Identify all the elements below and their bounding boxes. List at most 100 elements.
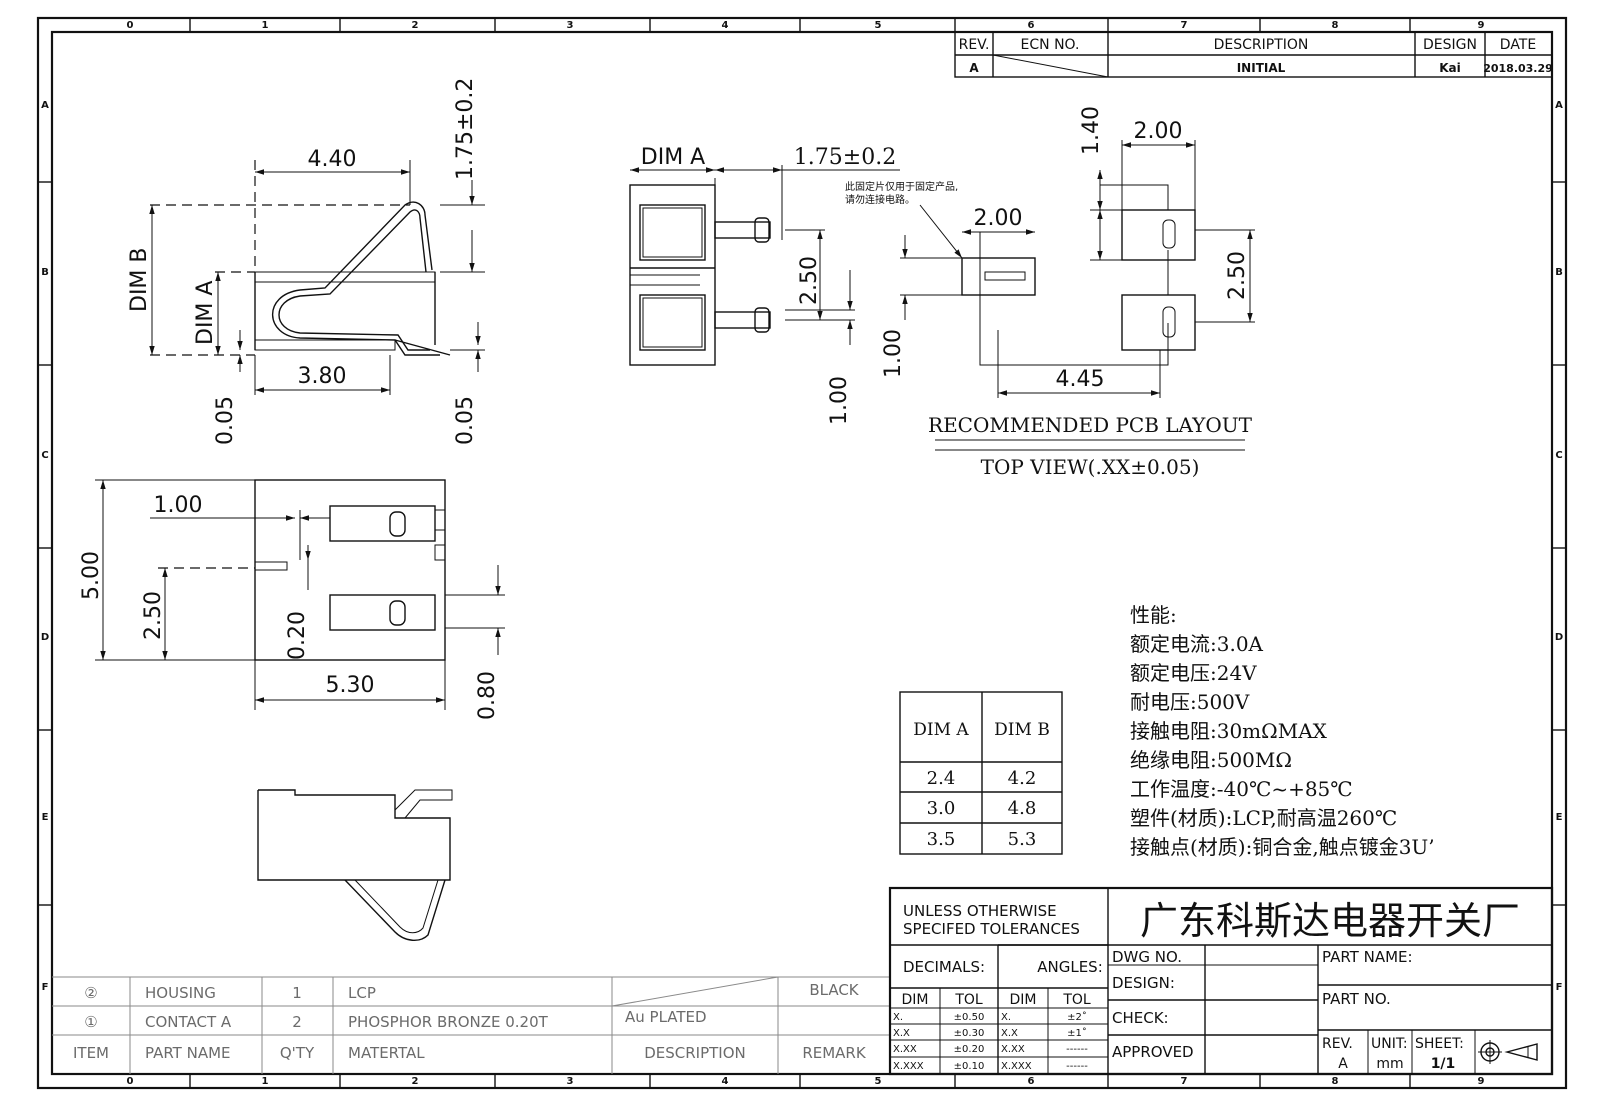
zone-label-column: 0 xyxy=(127,1076,134,1087)
description-value: INITIAL xyxy=(1237,61,1286,75)
top-dim-width: 5.30 xyxy=(326,673,375,698)
title-block: UNLESS OTHERWISE SPECIFED TOLERANCES DEC… xyxy=(888,886,1554,1076)
bom-part-name: CONTACT A xyxy=(145,1013,232,1031)
company-name: 广东科斯达电器开关厂 xyxy=(1140,899,1520,943)
top-dim-pitch: 2.50 xyxy=(141,591,166,640)
zone-label-column: 8 xyxy=(1332,1076,1339,1087)
dim-table: DIM A DIM B 2.4 4.2 3.0 4.8 3.5 5.3 xyxy=(899,691,1063,855)
dim-height-top: 1.75±0.2 xyxy=(453,78,478,180)
zone-label-column: 2 xyxy=(412,1076,419,1087)
pcb-dim-pad-width-top: 2.00 xyxy=(1134,119,1183,144)
dwg-no-label: DWG NO. xyxy=(1112,948,1182,966)
drawing-frame xyxy=(36,16,1568,1090)
ecn-header: ECN NO. xyxy=(1021,37,1080,53)
dim-b-label: DIM B xyxy=(127,248,152,313)
tolerance-line1: UNLESS OTHERWISE xyxy=(903,902,1057,920)
ang-row-tol: ±1˚ xyxy=(1067,1027,1087,1039)
unit-label: UNIT: xyxy=(1371,1036,1408,1052)
zone-label-row: F xyxy=(42,982,49,993)
spec-line: 塑件(材质):LCP,耐高温260℃ xyxy=(1130,806,1397,830)
zone-label-column: 1 xyxy=(262,20,269,31)
dec-row-dim: X.XX xyxy=(893,1044,917,1055)
dec-row-dim: X.X xyxy=(893,1028,910,1039)
design-header: DESIGN xyxy=(1423,37,1477,53)
dim-width-top: 4.40 xyxy=(308,147,357,172)
zone-label-row: F xyxy=(1556,982,1563,993)
zone-label-column: 2 xyxy=(412,20,419,31)
design-label: DESIGN: xyxy=(1112,974,1175,992)
part-name-label: PART NAME: xyxy=(1322,948,1413,966)
zone-label-row: B xyxy=(1555,267,1563,278)
tolerance-line2: SPECIFED TOLERANCES xyxy=(903,920,1080,938)
pcb-subtitle: TOP VIEW(.XX±0.05) xyxy=(981,455,1200,479)
pcb-title: RECOMMENDED PCB LAYOUT xyxy=(928,413,1253,437)
dim-table-cell: 3.5 xyxy=(927,829,956,850)
pcb-pad-top xyxy=(1121,209,1196,261)
end-dim-spacing: 1.00 xyxy=(827,376,852,425)
zone-label-row: E xyxy=(1556,812,1563,823)
bom-remark: BLACK xyxy=(809,981,859,999)
rev-value: A xyxy=(969,61,979,75)
dim-table-cell: 5.3 xyxy=(1008,829,1037,850)
ang-row-dim: X.XXX xyxy=(1001,1061,1032,1072)
zone-label-column: 9 xyxy=(1478,1076,1485,1087)
bom-item: ② xyxy=(84,984,97,1002)
projection-symbol-icon xyxy=(1478,1040,1538,1064)
ang-row-dim: X.XX xyxy=(1001,1044,1025,1055)
ang-row-dim: X. xyxy=(1001,1012,1011,1023)
top-dim-gap: 0.20 xyxy=(285,611,310,660)
zone-label-row: E xyxy=(42,812,49,823)
dec-row-tol: ±0.10 xyxy=(954,1061,985,1072)
pcb-dim-pad-width-left: 2.00 xyxy=(974,206,1023,231)
zone-label-column: 5 xyxy=(875,1076,882,1087)
zone-label-row: D xyxy=(1555,632,1563,643)
pcb-pad-fix xyxy=(961,257,1036,296)
sheet-label: SHEET: xyxy=(1415,1036,1464,1052)
check-label: CHECK: xyxy=(1112,1009,1169,1027)
date-value: 2018.03.29 xyxy=(1483,62,1553,75)
dec-dim-header: DIM xyxy=(902,992,929,1008)
bom-qty: 2 xyxy=(292,1013,302,1031)
zone-label-column: 4 xyxy=(722,20,729,31)
side-view-drawing: 4.40 1.75±0.2 DIM B DIM A 3.80 0.05 0.05 xyxy=(127,78,485,445)
end-dim-pitch: 2.50 xyxy=(797,256,822,305)
dec-row-tol: ±0.20 xyxy=(954,1044,985,1055)
unit-value: mm xyxy=(1376,1056,1403,1072)
revision-block: REV. ECN NO. DESCRIPTION DESIGN DATE A I… xyxy=(954,31,1553,78)
bom-description: Au PLATED xyxy=(625,1008,707,1026)
angles-label: ANGLES: xyxy=(1037,958,1103,976)
dim-table-cell: 4.2 xyxy=(1008,768,1037,789)
dim-a-label: DIM A xyxy=(193,281,218,345)
approved-label: APPROVED xyxy=(1112,1043,1194,1061)
top-dim-height: 5.00 xyxy=(79,551,104,600)
dim-gap-left: 0.05 xyxy=(213,396,238,445)
spec-line: 额定电压:24V xyxy=(1130,661,1257,685)
design-value: Kai xyxy=(1439,61,1461,75)
description-header: DESCRIPTION xyxy=(1214,37,1309,53)
pcb-dim-pad-height: 1.40 xyxy=(1079,106,1104,155)
pcb-pad-bottom xyxy=(1121,294,1196,351)
bom-header-part-name: PART NAME xyxy=(145,1044,231,1062)
specs-title: 性能: xyxy=(1130,603,1177,627)
dim-table-header-a: DIM A xyxy=(913,720,969,740)
zone-label-column: 9 xyxy=(1478,20,1485,31)
zone-label-row: C xyxy=(1555,450,1562,461)
front-view-drawing xyxy=(257,789,453,941)
spec-line: 额定电流:3.0A xyxy=(1130,632,1264,656)
rev-header: REV. xyxy=(959,37,990,53)
zone-label-row: A xyxy=(1555,100,1563,111)
ang-tol-header: TOL xyxy=(1062,992,1091,1008)
date-header: DATE xyxy=(1500,37,1536,53)
dim-bottom-length: 3.80 xyxy=(298,364,347,389)
spec-line: 耐电压:500V xyxy=(1130,690,1250,714)
rev-label: REV. xyxy=(1322,1036,1353,1052)
bom-qty: 1 xyxy=(292,984,302,1002)
ang-dim-header: DIM xyxy=(1010,992,1037,1008)
bom-header-material: MATERTAL xyxy=(348,1044,425,1062)
pcb-dim-span: 4.45 xyxy=(1056,367,1105,392)
spec-line: 工作温度:-40℃~+85℃ xyxy=(1130,777,1353,801)
end-view-drawing: DIM A 1.75±0.2 2.50 1.00 xyxy=(629,145,900,425)
zone-label-column: 6 xyxy=(1028,20,1035,31)
bom-header-qty: Q'TY xyxy=(280,1044,315,1062)
